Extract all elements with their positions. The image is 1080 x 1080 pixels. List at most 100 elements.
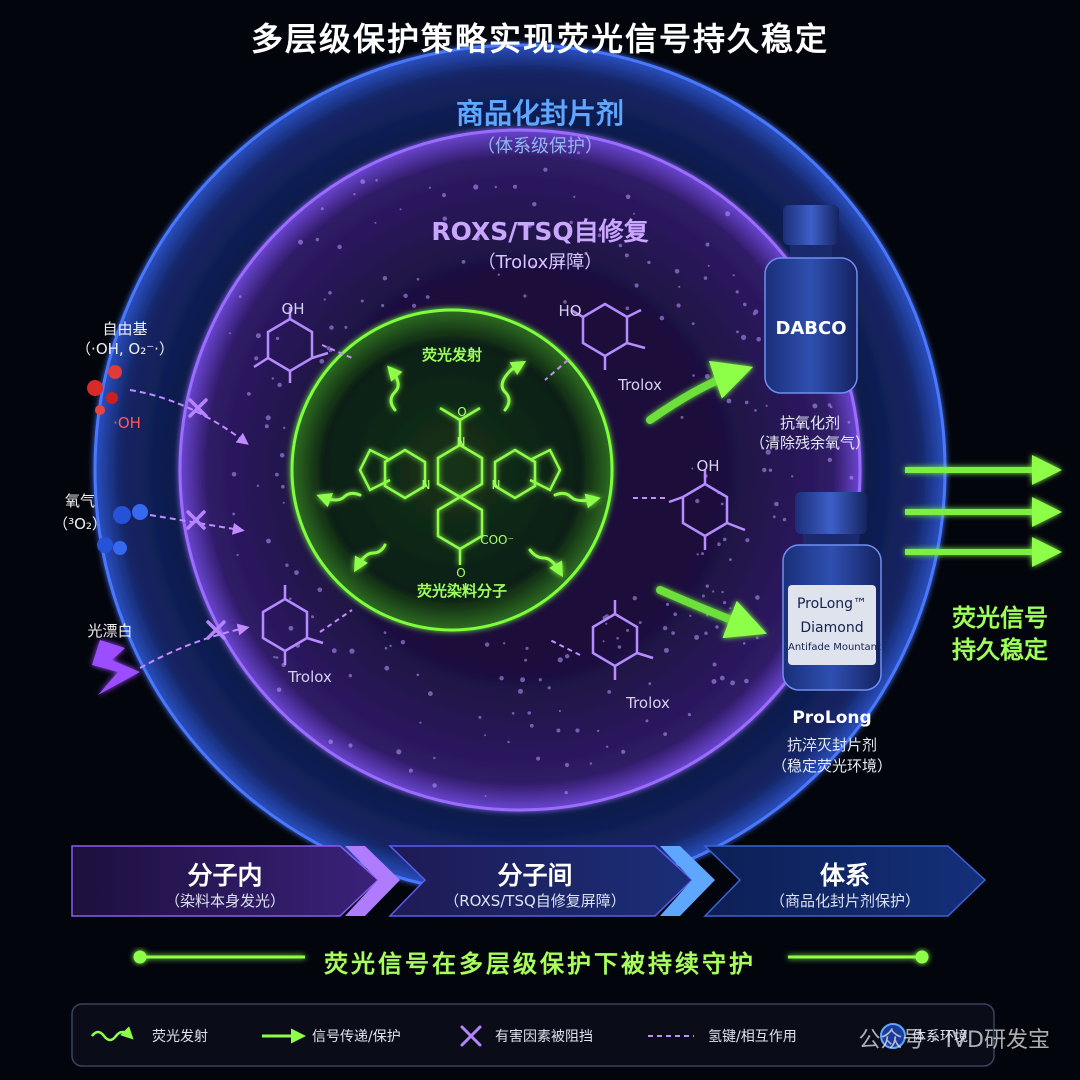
mesh-dot xyxy=(559,259,564,264)
mesh-dot xyxy=(711,679,717,684)
legend-box xyxy=(71,1003,995,1067)
mesh-dot xyxy=(715,625,719,629)
mesh-dot xyxy=(597,729,600,733)
mesh-dot xyxy=(704,374,710,379)
prolong-caption-2: （稳定荧光环境） xyxy=(771,757,892,775)
mesh-dot xyxy=(442,216,448,222)
middle-layer-title: ROXS/TSQ自修复 xyxy=(431,217,649,246)
mesh-dot xyxy=(584,251,588,256)
prolong-label-line2: Diamond xyxy=(800,620,864,636)
mesh-dot xyxy=(691,467,694,470)
mesh-dot xyxy=(659,315,665,321)
mesh-dot xyxy=(513,184,517,189)
mesh-dot xyxy=(532,202,537,207)
mesh-dot xyxy=(729,558,732,561)
mesh-dot xyxy=(271,377,274,380)
mesh-dot xyxy=(484,734,486,737)
legend-label-signal: 信号传递/保护 xyxy=(312,1029,401,1045)
mesh-dot xyxy=(772,515,776,519)
core-region xyxy=(290,308,614,632)
dabco-caption-1: 抗氧化剂 xyxy=(779,414,840,432)
mesh-dot xyxy=(425,295,430,299)
mesh-dot xyxy=(735,290,739,294)
mesh-dot xyxy=(721,590,724,594)
middle-layer-subtitle: （Trolox屏障） xyxy=(477,252,603,273)
mesh-dot xyxy=(589,762,593,765)
dye-coo-label: COO⁻ xyxy=(480,533,514,547)
mesh-dot xyxy=(320,207,324,211)
outer-layer-title: 商品化封片剂 xyxy=(455,97,624,130)
mesh-dot xyxy=(618,243,623,248)
core-bottom-label: 荧光染料分子 xyxy=(416,582,507,600)
dabco-bottle-text: DABCO xyxy=(775,318,847,339)
mesh-dot xyxy=(503,642,506,645)
mesh-dot xyxy=(323,298,326,301)
mesh-dot xyxy=(663,732,667,736)
mesh-dot xyxy=(428,186,431,189)
dye-o-label-bottom: O xyxy=(456,566,466,580)
mesh-dot xyxy=(732,274,735,277)
mesh-dot xyxy=(712,590,715,593)
trolox-oh-1: OH xyxy=(281,300,305,318)
mesh-dot xyxy=(607,690,612,694)
mesh-dot xyxy=(288,597,292,601)
mesh-dot xyxy=(256,484,260,487)
mesh-dot xyxy=(538,678,542,682)
mesh-dot xyxy=(311,615,314,619)
mesh-dot xyxy=(277,382,282,388)
mesh-dot xyxy=(704,631,708,635)
dye-n-label-left: N xyxy=(421,478,431,492)
result-line-2: 持久稳定 xyxy=(952,636,1048,664)
mesh-dot xyxy=(536,756,541,761)
mesh-dot xyxy=(692,374,695,377)
bleach-title: 光漂白 xyxy=(87,622,133,640)
mesh-dot xyxy=(768,468,773,472)
output-arrows xyxy=(905,455,1062,567)
mesh-dot xyxy=(741,334,747,340)
mesh-dot xyxy=(507,740,510,744)
mesh-dot xyxy=(722,537,727,542)
bottom-banner: 荧光信号在多层级保护下被持续守护 xyxy=(324,950,756,978)
mesh-dot xyxy=(558,709,562,713)
radicals-title: 自由基 xyxy=(102,320,148,338)
mesh-dot xyxy=(317,587,323,593)
stage-chevron-3 xyxy=(703,845,987,917)
mesh-dot xyxy=(547,686,551,690)
mesh-dot xyxy=(524,658,528,662)
mesh-dot xyxy=(275,656,279,659)
mesh-dot xyxy=(384,646,388,650)
trolox-label-4: Trolox xyxy=(288,668,332,686)
hydrogen-bond-lines xyxy=(319,344,665,656)
mesh-dot xyxy=(755,636,759,640)
mesh-dot xyxy=(275,472,279,477)
mesh-dot xyxy=(416,673,420,677)
mesh-dot xyxy=(478,715,482,719)
mesh-dot xyxy=(433,756,436,760)
radicals-formula: （·OH, O₂⁻·） xyxy=(76,340,174,358)
mesh-dot xyxy=(527,711,531,715)
mesh-dot xyxy=(523,294,527,298)
mesh-dot xyxy=(624,253,629,258)
mesh-dot xyxy=(569,220,573,225)
prolong-caption-1: 抗淬灭封片剂 xyxy=(786,736,877,754)
mesh-dot xyxy=(475,236,480,241)
mesh-dot xyxy=(774,501,779,507)
mesh-dot xyxy=(412,303,417,308)
mesh-dot xyxy=(663,647,669,653)
mesh-dot xyxy=(543,167,548,172)
mesh-dot xyxy=(288,625,294,631)
wavy-arrow-icon xyxy=(91,1026,134,1042)
mesh-dot xyxy=(348,674,352,678)
mesh-dot xyxy=(283,426,286,430)
mesh-dot xyxy=(315,237,319,242)
mesh-dot xyxy=(375,178,378,182)
emission-arrows xyxy=(316,360,601,578)
dye-n-label-right: N xyxy=(491,478,501,492)
mesh-dot xyxy=(255,333,261,339)
mesh-dot xyxy=(526,145,530,150)
dye-molecule-icon xyxy=(358,406,562,565)
mesh-dot xyxy=(645,719,649,723)
mesh-dot xyxy=(348,743,353,748)
mesh-dot xyxy=(441,193,447,198)
